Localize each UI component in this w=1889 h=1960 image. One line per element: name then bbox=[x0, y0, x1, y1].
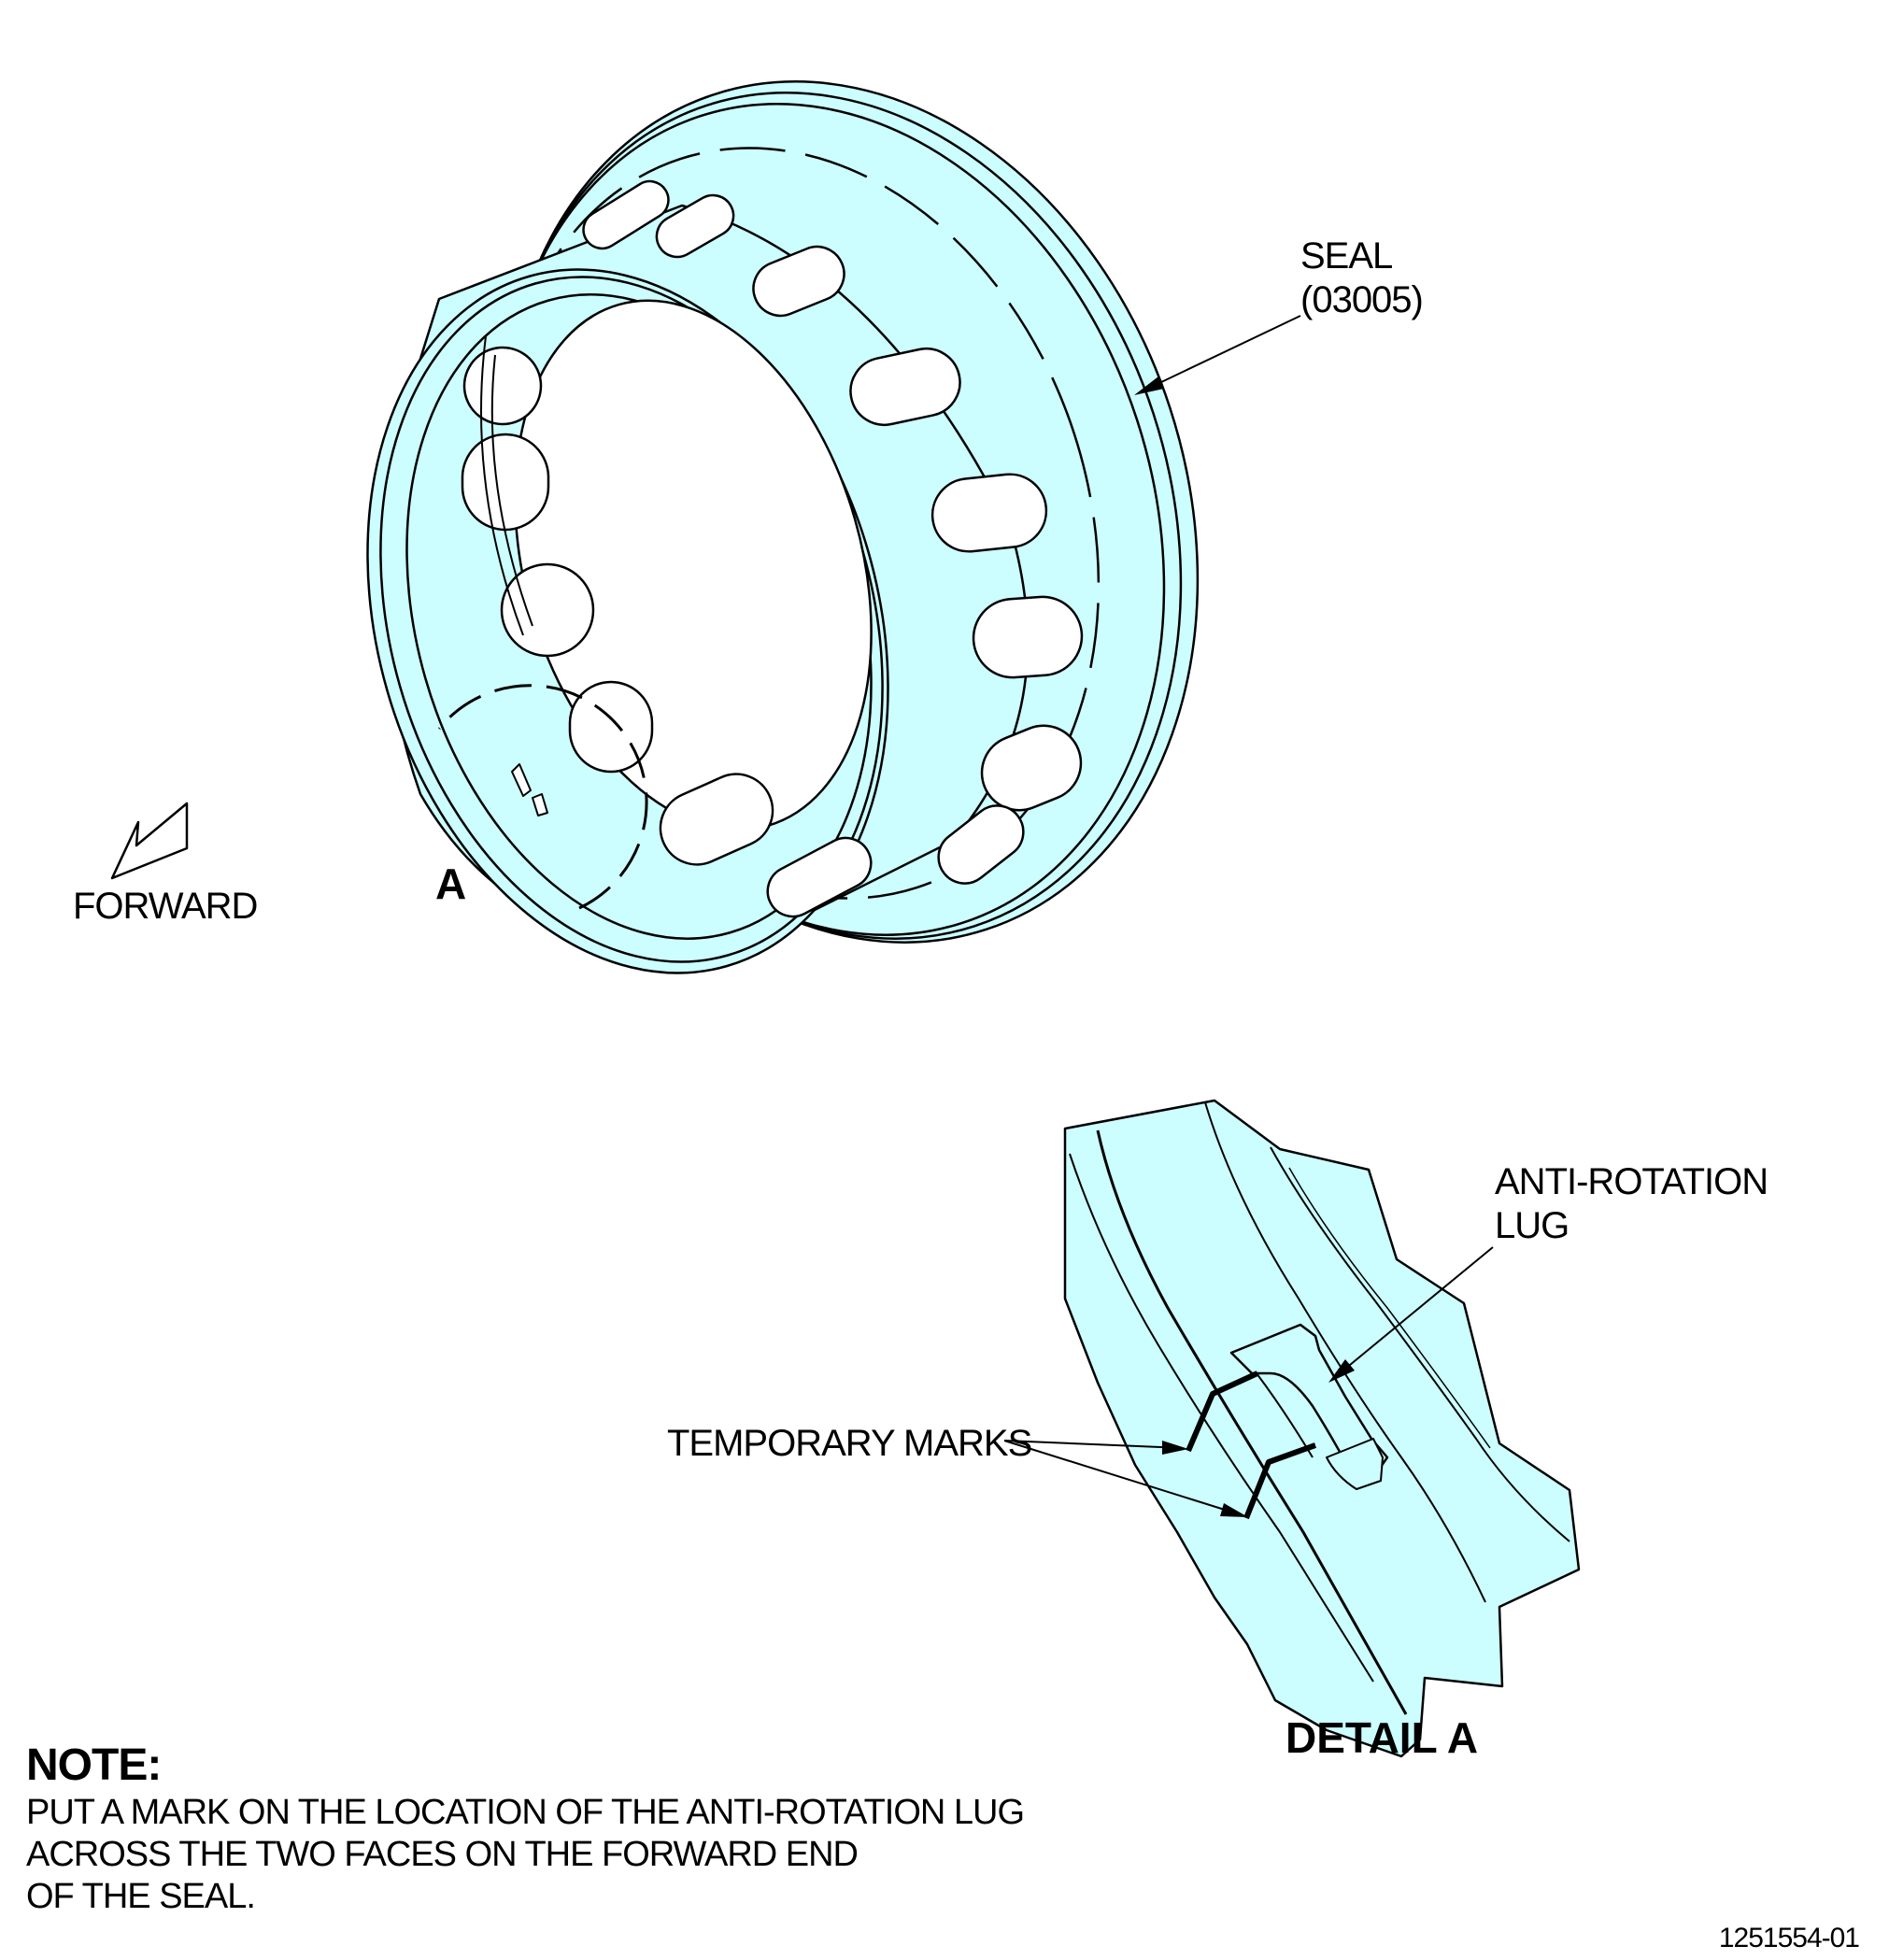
detail-a-ridge-2 bbox=[1069, 1153, 1374, 1683]
anti-rotation-label-line1: ANTI-ROTATION bbox=[1495, 1161, 1768, 1202]
note-block: NOTE: PUT A MARK ON THE LOCATION OF THE … bbox=[26, 1740, 1147, 1918]
detail-a-lug-slot bbox=[1326, 1438, 1384, 1490]
temporary-marks-arrowhead-1 bbox=[1162, 1441, 1188, 1455]
detail-a-section bbox=[1063, 1099, 1581, 1758]
forward-label: FORWARD bbox=[73, 886, 257, 927]
seal-leader-arrowhead bbox=[1134, 376, 1164, 395]
seal-label-line1: SEAL bbox=[1300, 235, 1392, 277]
detail-a-title: DETAIL A bbox=[1285, 1713, 1478, 1762]
temporary-marks-leader-1 bbox=[1003, 1440, 1184, 1449]
note-line-1: PUT A MARK ON THE LOCATION OF THE ANTI-R… bbox=[26, 1793, 1025, 1832]
note-line-3: OF THE SEAL. bbox=[26, 1877, 256, 1916]
temporary-marks-arrowhead-2 bbox=[1220, 1503, 1248, 1517]
detail-a-callout-circle bbox=[437, 684, 648, 910]
document-number: 1251554-01 bbox=[1718, 1923, 1860, 1953]
anti-rotation-label-line2: LUG bbox=[1495, 1205, 1569, 1246]
detail-a-ridge-4 bbox=[1270, 1146, 1570, 1542]
seal-label-line2: (03005) bbox=[1300, 279, 1423, 320]
temporary-marks-leader-2 bbox=[1003, 1440, 1243, 1516]
note-line-2: ACROSS THE TWO FACES ON THE FORWARD END bbox=[26, 1835, 859, 1874]
temporary-marks-label: TEMPORARY MARKS bbox=[667, 1423, 1031, 1464]
detail-a-callout-letter: A bbox=[435, 859, 466, 908]
seal-slots-outer bbox=[655, 193, 1084, 885]
anti-rotation-leader-line bbox=[1333, 1246, 1494, 1379]
note-title: NOTE: bbox=[26, 1740, 162, 1790]
forward-arrow-icon bbox=[110, 802, 189, 880]
detail-a-ridge-1 bbox=[1096, 1129, 1408, 1715]
seal-part bbox=[366, 80, 1200, 974]
seal-anti-rotation-lug bbox=[511, 763, 548, 817]
temporary-mark-2 bbox=[1243, 1442, 1317, 1520]
seal-bore-line-2 bbox=[490, 354, 533, 627]
temporary-mark-1 bbox=[1186, 1371, 1259, 1453]
detail-a-view bbox=[1063, 1099, 1581, 1758]
seal-bore-line bbox=[480, 335, 524, 636]
anti-rotation-leader-arrowhead bbox=[1328, 1359, 1355, 1383]
seal-slots-inner bbox=[461, 179, 873, 918]
seal-leader-line bbox=[1139, 315, 1301, 393]
detail-a-ridge-5 bbox=[1288, 1167, 1491, 1449]
